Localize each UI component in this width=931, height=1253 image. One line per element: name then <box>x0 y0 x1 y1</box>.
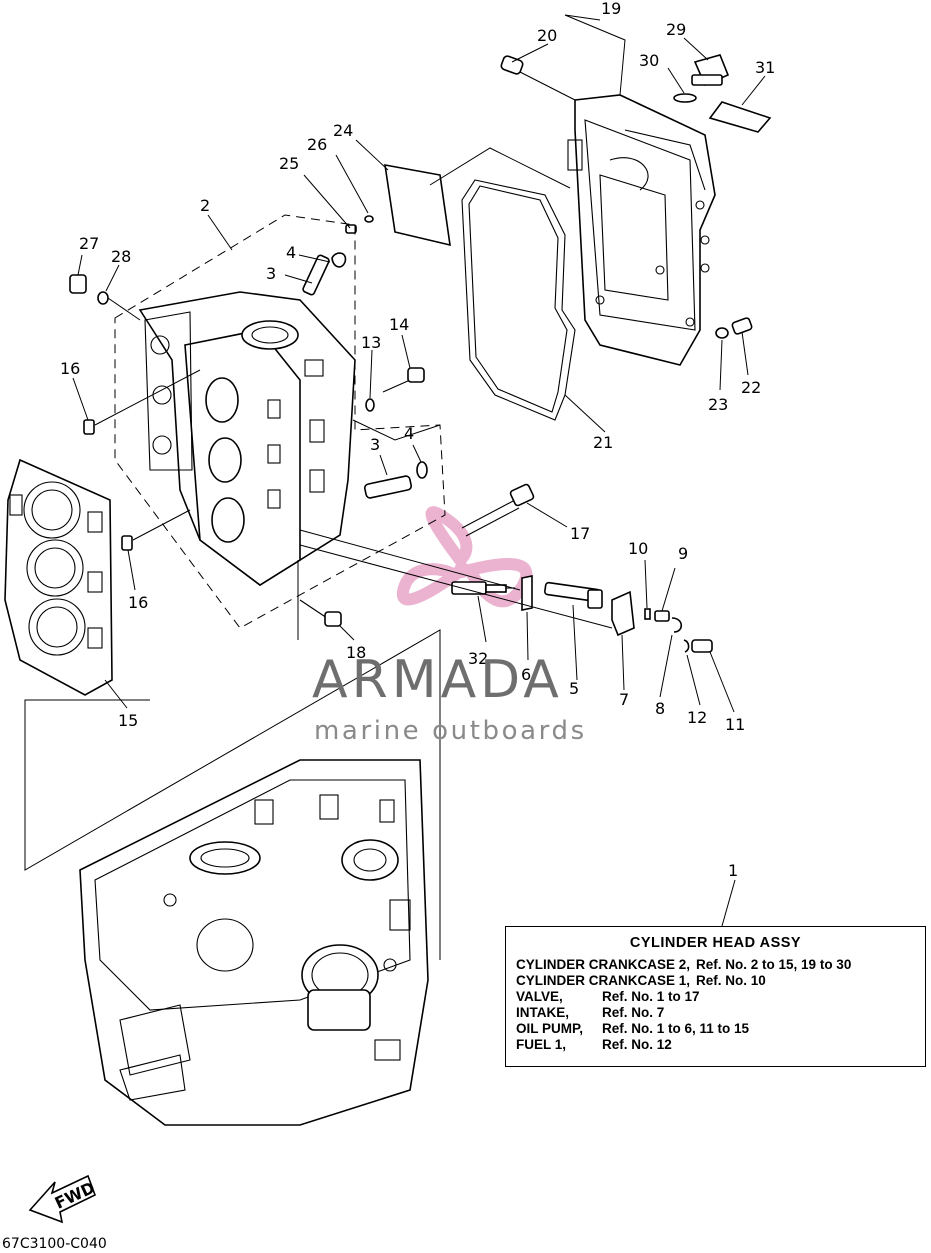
clip-4-lower <box>416 461 428 479</box>
cover-gasket-21 <box>461 179 576 421</box>
legend-row-key: INTAKE, <box>516 1005 569 1020</box>
callout-31: 31 <box>755 58 775 77</box>
assembly-legend: CYLINDER HEAD ASSY CYLINDER CRANKCASE 2,… <box>505 926 926 1067</box>
o-ring-30 <box>673 93 697 103</box>
callout-17: 17 <box>570 524 590 543</box>
legend-row: OIL PUMP, Ref. No. 1 to 6, 11 to 15 <box>516 1021 915 1037</box>
spark-plug-32 <box>451 581 515 595</box>
legend-title: CYLINDER HEAD ASSY <box>629 935 802 951</box>
bolt-11 <box>691 639 713 653</box>
callout-30: 30 <box>639 51 659 70</box>
callout-8: 8 <box>655 699 665 718</box>
callout-28: 28 <box>111 247 131 266</box>
screw-9 <box>654 610 670 622</box>
valve-guide-3-upper <box>302 254 330 296</box>
callout-21: 21 <box>593 433 613 452</box>
callout-4-lower: 4 <box>404 424 414 443</box>
bolt-20 <box>500 55 576 101</box>
shaft-5 <box>544 581 603 609</box>
callout-25: 25 <box>279 154 299 173</box>
plate-24 <box>384 164 451 247</box>
washer-13 <box>365 398 375 412</box>
legend-row-key: CYLINDER CRANKCASE 2, <box>516 957 691 972</box>
callout-3-lower: 3 <box>370 435 380 454</box>
cylinder-head-body <box>138 291 356 586</box>
callout-16-upper: 16 <box>60 359 80 378</box>
dowel-pin-16-upper <box>83 419 95 435</box>
legend-row: CYLINDER CRANKCASE 2, Ref. No. 2 to 15, … <box>516 957 915 973</box>
callout-14: 14 <box>389 315 409 334</box>
oil-filler-cap-29 <box>691 54 730 87</box>
legend-row-key: CYLINDER CRANKCASE 1, <box>516 973 691 988</box>
legend-row-key: VALVE, <box>516 989 563 1004</box>
callout-9: 9 <box>678 544 688 563</box>
bolt-17 <box>461 483 535 537</box>
legend-row: VALVE, Ref. No. 1 to 17 <box>516 989 915 1005</box>
callout-20: 20 <box>537 26 557 45</box>
legend-row-value: Ref. No. 12 <box>602 1037 672 1052</box>
clip-4-upper <box>331 252 347 268</box>
callout-2: 2 <box>200 196 210 215</box>
legend-row-key: FUEL 1, <box>516 1037 567 1052</box>
callout-6: 6 <box>521 665 531 684</box>
legend-row: FUEL 1, Ref. No. 12 <box>516 1037 915 1053</box>
figure-code: 67C3100-C040 <box>2 1236 107 1252</box>
callout-26: 26 <box>307 135 327 154</box>
washer-23 <box>715 327 729 339</box>
callout-16-lower: 16 <box>128 593 148 612</box>
callout-27: 27 <box>79 234 99 253</box>
callout-22: 22 <box>741 378 761 397</box>
leader-lines <box>24 14 766 960</box>
head-gasket-15 <box>4 458 113 696</box>
washer-28 <box>97 291 109 305</box>
spring-clip-12 <box>683 639 690 653</box>
watermark-brand-name: ARMADA <box>312 650 563 710</box>
callout-10: 10 <box>628 539 648 558</box>
callout-15: 15 <box>118 711 138 730</box>
callout-23: 23 <box>708 395 728 414</box>
callout-13: 13 <box>361 333 381 352</box>
legend-row-value: Ref. No. 1 to 17 <box>602 989 700 1004</box>
bolt-22 <box>731 317 753 335</box>
bolt-14 <box>382 367 425 393</box>
callout-5: 5 <box>569 679 579 698</box>
washer-26 <box>364 215 374 223</box>
clip-8 <box>671 617 683 633</box>
callout-3-upper: 3 <box>266 264 276 283</box>
callout-12: 12 <box>687 708 707 727</box>
label-31 <box>708 101 772 133</box>
legend-row-value: Ref. No. 10 <box>696 973 766 988</box>
pin-10 <box>644 608 651 620</box>
legend-row-value: Ref. No. 1 to 6, 11 to 15 <box>602 1021 750 1036</box>
forward-direction-arrow: FWD <box>28 1174 98 1224</box>
bolt-27 <box>69 274 87 294</box>
callout-4-upper: 4 <box>286 243 296 262</box>
legend-row-key: OIL PUMP, <box>516 1021 584 1036</box>
callout-19: 19 <box>601 0 621 18</box>
legend-row-value: Ref. No. 2 to 15, 19 to 30 <box>696 957 852 972</box>
watermark-tagline: marine outboards <box>314 716 587 746</box>
dowel-pin-16-lower <box>121 535 133 551</box>
callout-numbers: 1 2 3 3 4 4 5 6 7 8 9 10 11 12 13 14 15 … <box>60 0 775 880</box>
legend-row: CYLINDER CRANKCASE 1, Ref. No. 10 <box>516 973 915 989</box>
legend-row: INTAKE, Ref. No. 7 <box>516 1005 915 1021</box>
callout-24: 24 <box>333 121 353 140</box>
callout-18: 18 <box>346 643 366 662</box>
bolt-18 <box>299 599 342 627</box>
valve-guide-3-lower <box>363 475 413 499</box>
housing-7 <box>611 590 635 637</box>
crankcase-block <box>79 759 429 1126</box>
callout-32: 32 <box>468 649 488 668</box>
cylinder-head-cover <box>567 94 716 366</box>
callout-29: 29 <box>666 20 686 39</box>
callout-11: 11 <box>725 715 745 734</box>
legend-row-value: Ref. No. 7 <box>602 1005 665 1020</box>
o-ring-6 <box>521 575 533 611</box>
callout-1: 1 <box>728 861 738 880</box>
callout-7: 7 <box>619 690 629 709</box>
